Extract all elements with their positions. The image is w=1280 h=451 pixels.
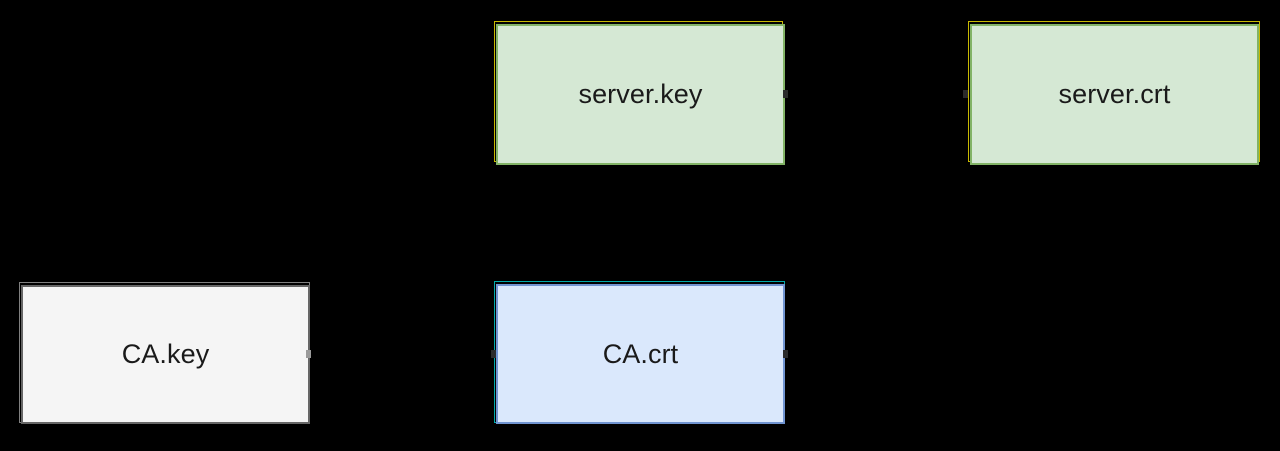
- node-label-server-key: server.key: [578, 79, 703, 109]
- node-label-ca-key: CA.key: [121, 339, 210, 369]
- node-ca-key[interactable]: CA.key: [21, 285, 310, 424]
- anchor-server-crt-left[interactable]: [963, 90, 968, 98]
- node-ca-crt[interactable]: CA.crt: [496, 284, 785, 424]
- node-label-ca-crt: CA.crt: [602, 338, 679, 369]
- node-server-key[interactable]: server.key: [496, 24, 785, 165]
- node-server-crt[interactable]: server.crt: [970, 24, 1259, 165]
- node-label-server-crt: server.crt: [1058, 79, 1171, 109]
